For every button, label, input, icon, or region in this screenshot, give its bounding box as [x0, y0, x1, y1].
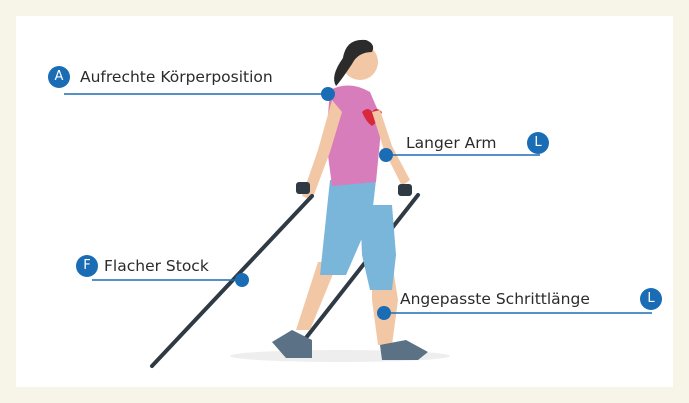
back-glove [398, 184, 412, 196]
callout-dot-a [321, 87, 335, 101]
callout-badge-a: A [48, 66, 70, 88]
callout-badge-l-stride: L [640, 288, 662, 310]
callout-badge-f: F [76, 255, 98, 277]
front-glove [296, 182, 310, 194]
callout-dot-f [235, 273, 249, 287]
callout-dot-l2 [377, 306, 391, 320]
callout-label-flat-pole: Flacher Stock [104, 256, 209, 276]
callout-badge-l-arm: L [527, 132, 549, 154]
callout-label-upright-posture: Aufrechte Körperposition [80, 67, 273, 87]
callout-dot-l1 [379, 148, 393, 162]
callout-label-long-arm: Langer Arm [406, 133, 496, 153]
callout-label-adjusted-stride: Angepasste Schrittlänge [400, 289, 590, 309]
